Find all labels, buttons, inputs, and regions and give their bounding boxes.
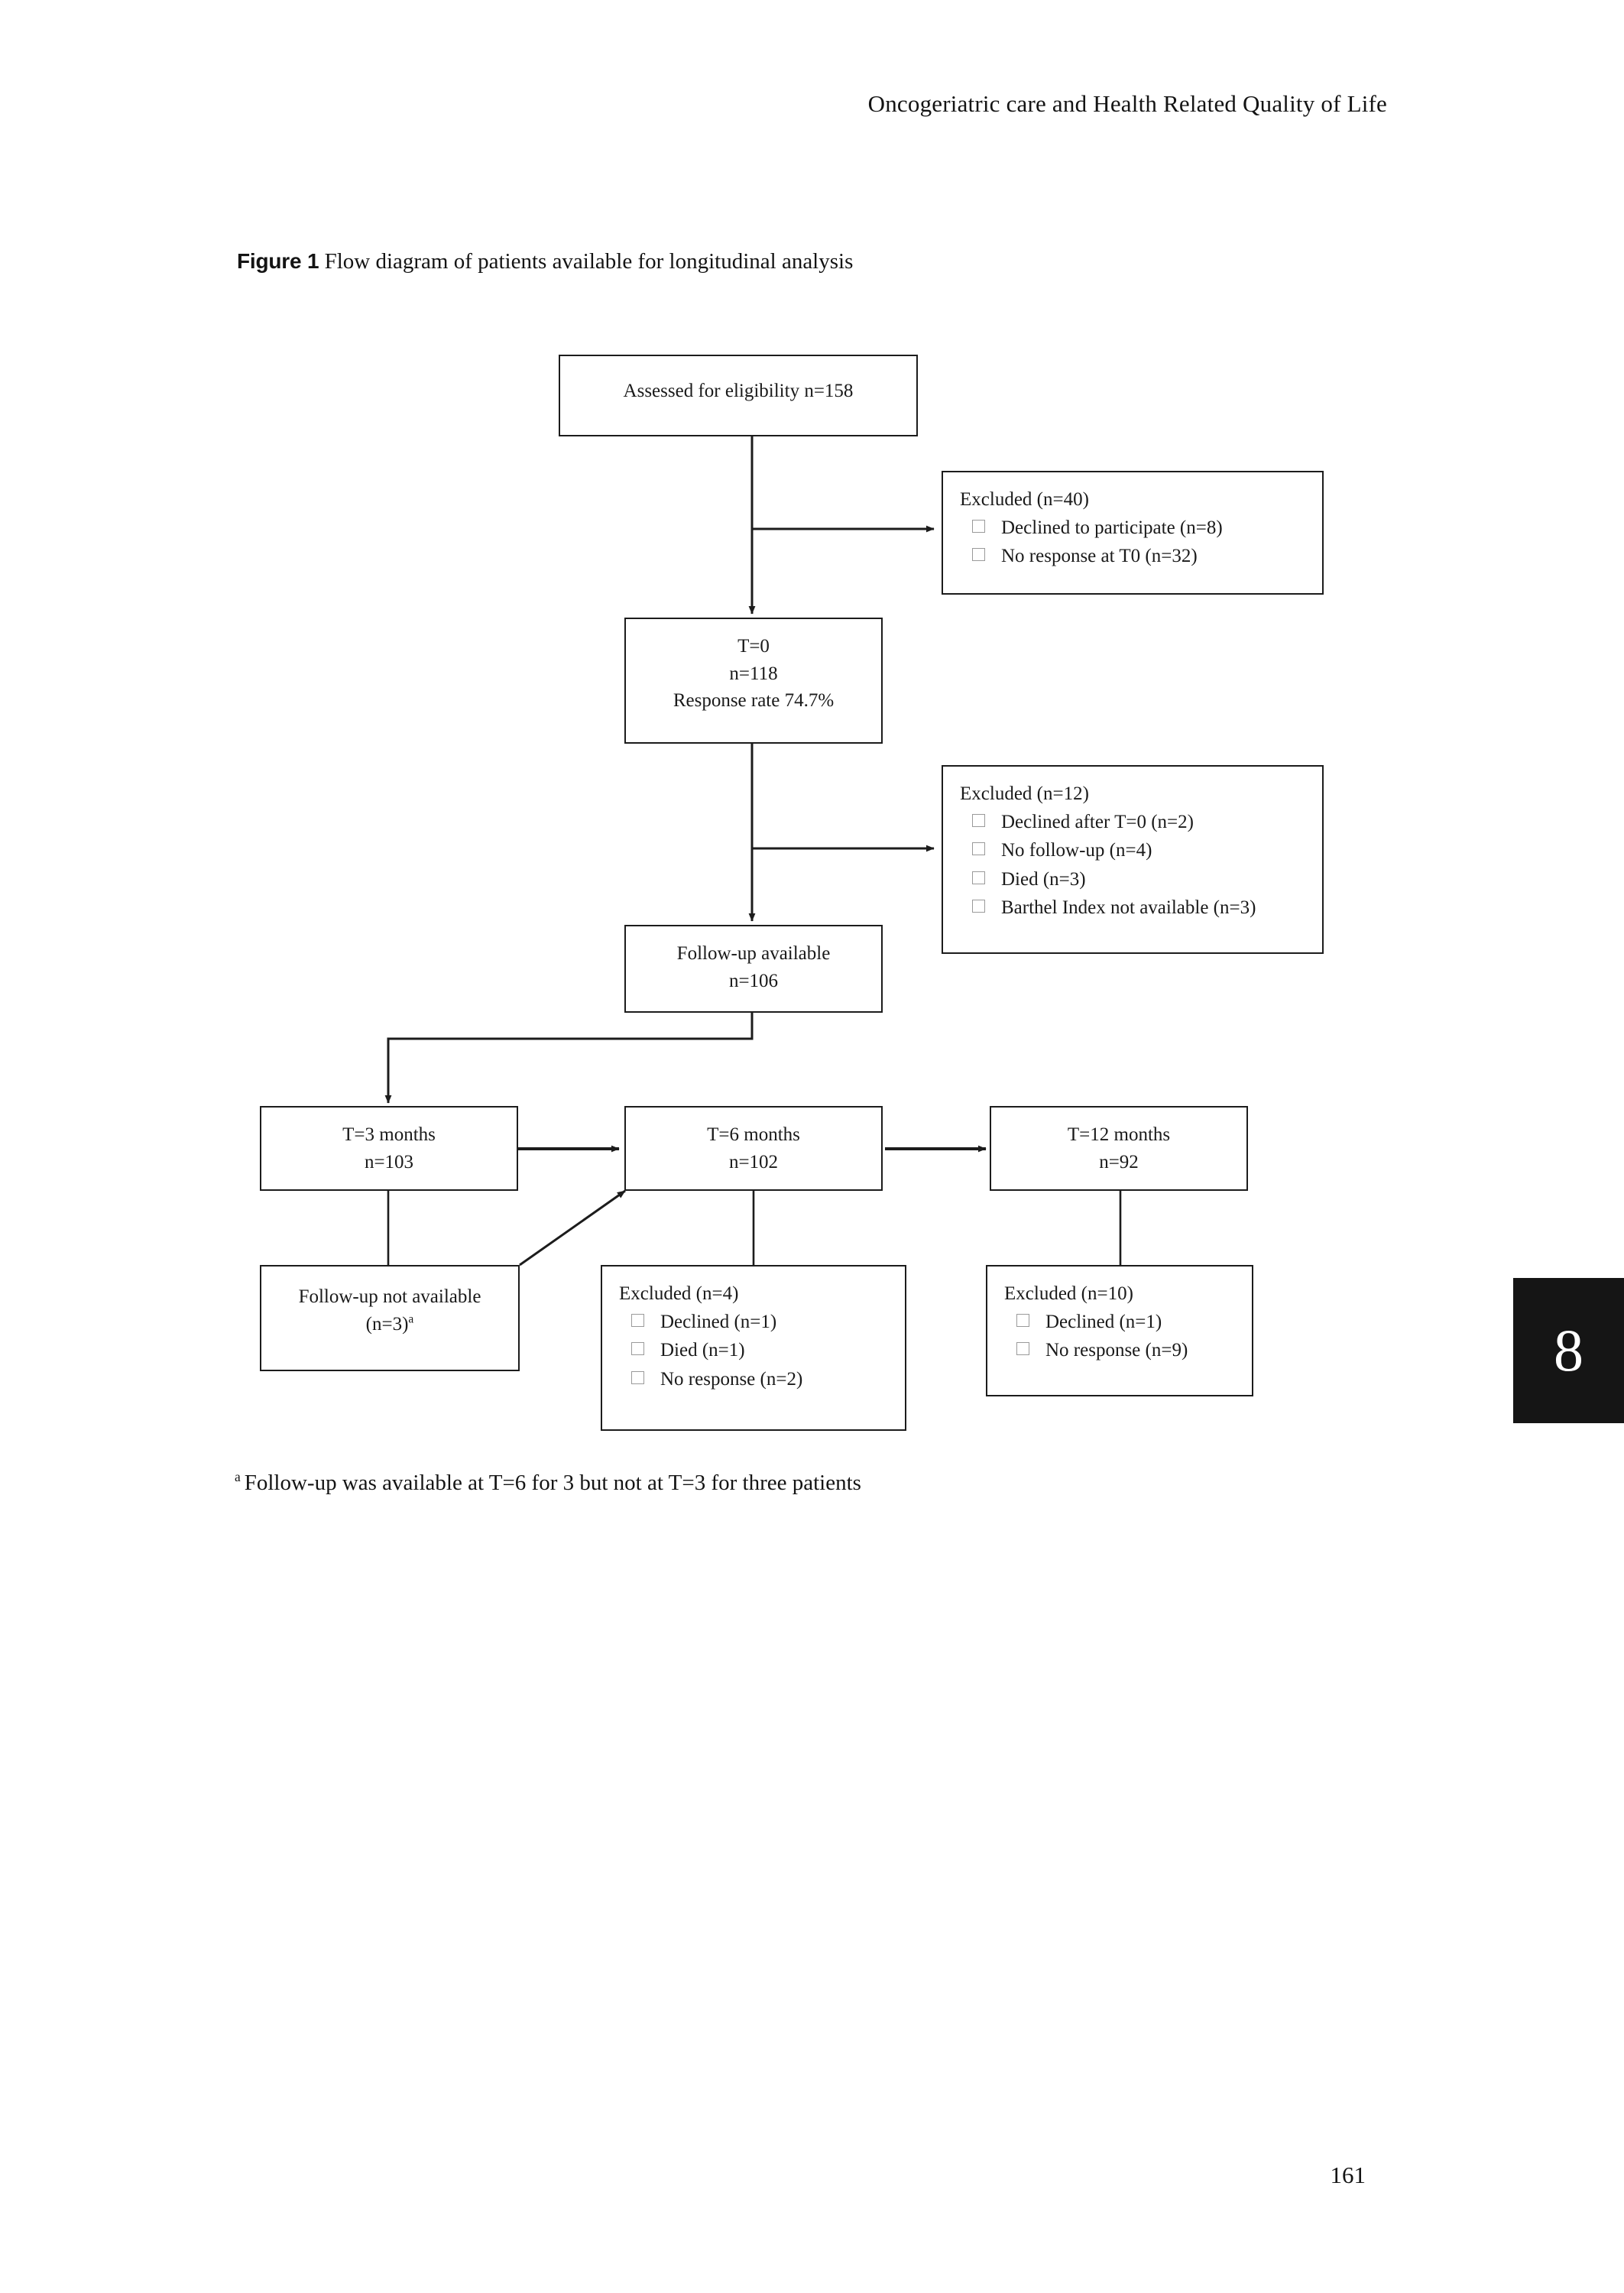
node-t0: T=0 n=118 Response rate 74.7% (624, 618, 883, 744)
chapter-thumb-tab: 8 (1513, 1278, 1624, 1423)
running-header: Oncogeriatric care and Health Related Qu… (867, 90, 1387, 117)
bullet-square-icon (631, 1342, 644, 1355)
node-line: n=102 (728, 1151, 779, 1172)
list-item-label: No response (n=9) (1045, 1340, 1188, 1361)
list-item-label: Declined after T=0 (n=2) (1001, 811, 1194, 832)
node-line: Follow-up available (676, 943, 831, 964)
bullet-square-icon (972, 813, 985, 827)
bullet-square-icon (972, 842, 985, 855)
edge-followup-not-available-to-t6 (519, 1189, 626, 1267)
list-item-label: No follow-up (n=4) (1001, 840, 1152, 861)
node-assessed-for-eligibility: Assessed for eligibility n=158 (559, 355, 918, 436)
footnote-marker: a (408, 1312, 414, 1326)
excluded-40-list: Declined to participate (n=8) No respons… (960, 514, 1322, 571)
chapter-number: 8 (1554, 1317, 1583, 1383)
list-item: Declined (n=1) (619, 1308, 905, 1337)
node-line: Response rate 74.7% (673, 690, 835, 711)
list-item-label: No response at T0 (n=32) (1001, 546, 1198, 566)
list-item: No response at T0 (n=32) (960, 542, 1322, 571)
bullet-square-icon (631, 1370, 644, 1384)
figure-label: Figure 1 (237, 249, 319, 273)
list-item: No response (n=9) (1004, 1336, 1252, 1365)
list-item: Died (n=1) (619, 1336, 905, 1365)
node-title: Excluded (n=4) (619, 1283, 739, 1304)
page-number: 161 (1330, 2162, 1366, 2188)
node-excluded-10: Excluded (n=10) Declined (n=1) No respon… (986, 1265, 1253, 1396)
list-item-label: Barthel Index not available (n=3) (1001, 897, 1256, 918)
footnote-marker: a (235, 1469, 241, 1485)
node-excluded-4: Excluded (n=4) Declined (n=1) Died (n=1)… (601, 1265, 906, 1431)
list-item-label: Declined (n=1) (660, 1311, 777, 1332)
node-line: n=103 (364, 1151, 414, 1172)
node-line: n=92 (1099, 1151, 1139, 1172)
excluded-4-list: Declined (n=1) Died (n=1) No response (n… (619, 1308, 905, 1394)
figure-caption: Figure 1 Flow diagram of patients availa… (237, 249, 853, 274)
node-excluded-12: Excluded (n=12) Declined after T=0 (n=2)… (942, 765, 1324, 954)
bullet-square-icon (972, 519, 985, 533)
list-item: Declined (n=1) (1004, 1308, 1252, 1337)
excluded-10-list: Declined (n=1) No response (n=9) (1004, 1308, 1252, 1365)
list-item: Declined after T=0 (n=2) (960, 808, 1322, 837)
list-item-label: Died (n=3) (1001, 868, 1086, 890)
list-item-label: Declined to participate (n=8) (1001, 517, 1223, 538)
list-item: No follow-up (n=4) (960, 836, 1322, 865)
bullet-square-icon (631, 1313, 644, 1327)
bullet-square-icon (1016, 1342, 1029, 1355)
bullet-square-icon (1016, 1313, 1029, 1327)
node-t12-months: T=12 months n=92 (990, 1106, 1248, 1191)
node-followup-available: Follow-up available n=106 (624, 925, 883, 1013)
bullet-square-icon (972, 548, 985, 561)
list-item: Barthel Index not available (n=3) (960, 894, 1322, 923)
list-item-label: Declined (n=1) (1045, 1311, 1162, 1332)
figure-caption-text: Flow diagram of patients available for l… (324, 249, 854, 274)
node-line: T=0 (737, 636, 770, 657)
node-t3-months: T=3 months n=103 (260, 1106, 518, 1191)
node-line: T=3 months (342, 1124, 436, 1145)
node-line: n=106 (728, 970, 779, 991)
node-followup-not-available: Follow-up not available (n=3)a (260, 1265, 520, 1371)
node-t6-months: T=6 months n=102 (624, 1106, 883, 1191)
node-title: Excluded (n=40) (960, 489, 1089, 510)
node-line: Assessed for eligibility n=158 (623, 381, 854, 401)
list-item: Declined to participate (n=8) (960, 514, 1322, 543)
node-line-with-footnote: (n=3)a (366, 1311, 414, 1338)
node-title: Excluded (n=12) (960, 783, 1089, 804)
list-item: No response (n=2) (619, 1365, 905, 1394)
list-item-label: No response (n=2) (660, 1368, 803, 1390)
node-excluded-40: Excluded (n=40) Declined to participate … (942, 471, 1324, 595)
footnote-text: Follow-up was available at T=6 for 3 but… (244, 1471, 861, 1495)
node-line-text: (n=3) (365, 1313, 409, 1335)
list-item: Died (n=3) (960, 865, 1322, 894)
node-title: Excluded (n=10) (1004, 1283, 1133, 1304)
excluded-12-list: Declined after T=0 (n=2) No follow-up (n… (960, 808, 1322, 923)
node-line: T=12 months (1067, 1124, 1171, 1145)
edge-followup-to-t3 (384, 1013, 754, 1104)
bullet-square-icon (972, 900, 985, 913)
node-line: Follow-up not available (298, 1286, 481, 1307)
node-line: T=6 months (707, 1124, 800, 1145)
bullet-square-icon (972, 871, 985, 884)
node-line: n=118 (729, 663, 778, 684)
list-item-label: Died (n=1) (660, 1340, 745, 1361)
